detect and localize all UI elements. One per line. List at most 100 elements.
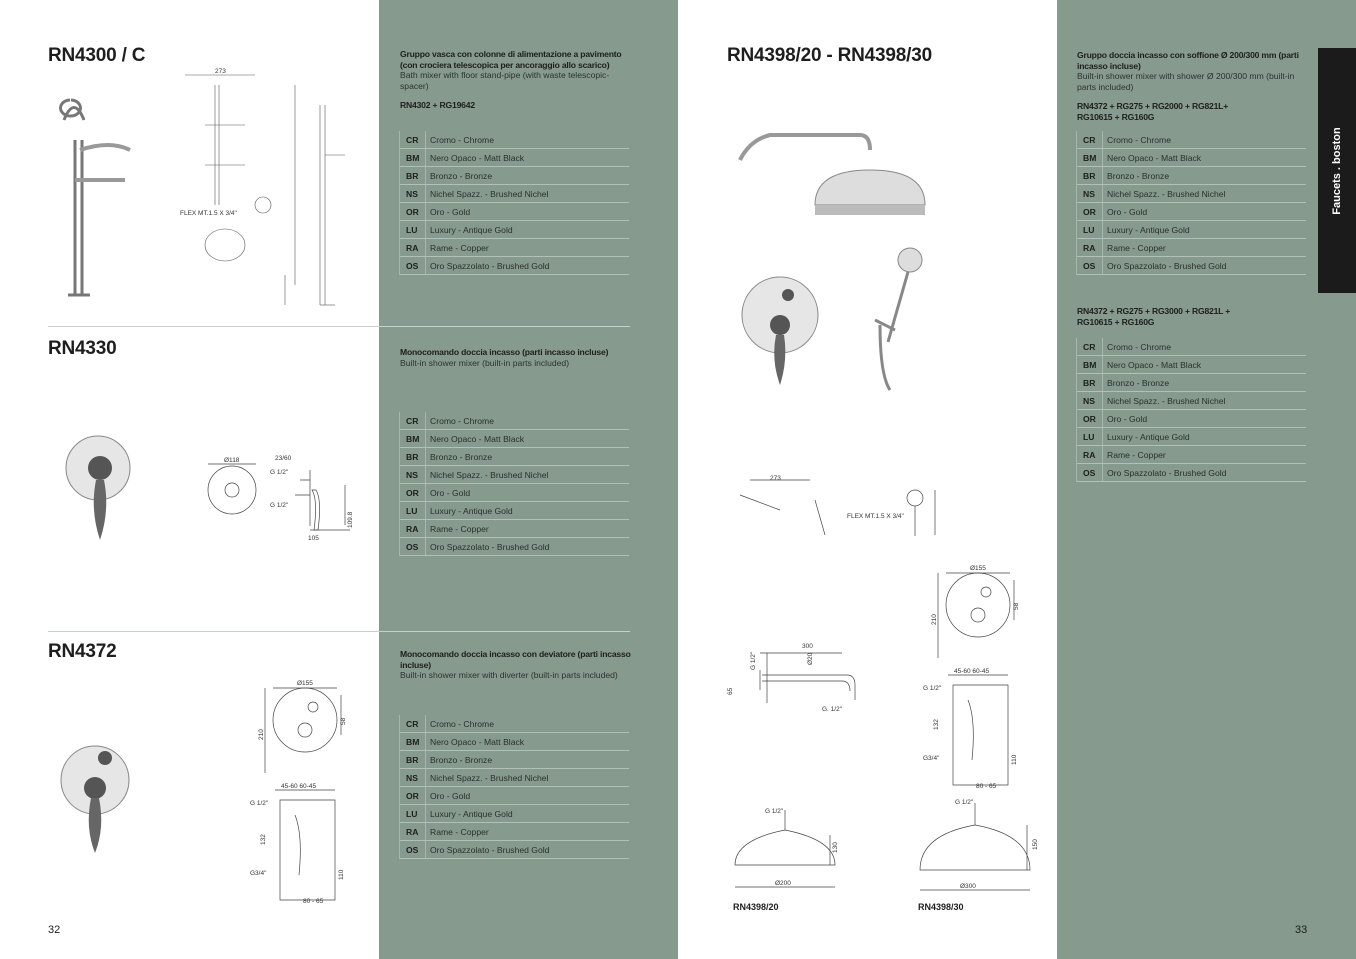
dim-label: 45-60 60-45 xyxy=(281,783,316,790)
finish-code: RA xyxy=(1083,242,1096,253)
finish-code: BR xyxy=(406,170,419,181)
finish-row: NS Nichel Spazz. - Brushed Nichel xyxy=(400,769,629,787)
finish-name: Oro Spazzolato - Brushed Gold xyxy=(425,841,549,858)
finish-name: Bronzo - Bronze xyxy=(425,448,492,465)
finish-code: CR xyxy=(406,134,419,145)
product-description: Gruppo doccia incasso con soffione Ø 200… xyxy=(1077,50,1312,122)
finish-name: Oro - Gold xyxy=(425,203,470,220)
finish-row: OS Oro Spazzolato - Brushed Gold xyxy=(400,841,629,859)
finish-name: Nero Opaco - Matt Black xyxy=(425,149,524,166)
finish-name: Nichel Spazz. - Brushed Nichel xyxy=(1102,185,1225,202)
dim-label: Ø155 xyxy=(297,680,313,687)
finish-name: Cromo - Chrome xyxy=(425,715,494,732)
finish-code: OR xyxy=(406,206,419,217)
product-description: RN4372 + RG275 + RG3000 + RG821L + RG106… xyxy=(1077,306,1247,327)
dim-label: Ø155 xyxy=(970,565,986,572)
dim-label: 110 xyxy=(338,869,345,880)
finish-code: NS xyxy=(406,772,418,783)
finish-name: Bronzo - Bronze xyxy=(425,167,492,184)
finish-row: BM Nero Opaco - Matt Black xyxy=(400,733,629,751)
finish-code: OS xyxy=(1083,260,1096,271)
description-it: Monocomando doccia incasso con deviatore… xyxy=(400,649,631,670)
finish-name: Luxury - Antique Gold xyxy=(425,221,513,238)
bath-mixer-technical-drawing: 273 FLEX MT.1.5 X 3/4" xyxy=(180,68,345,306)
finish-name: Cromo - Chrome xyxy=(1102,131,1171,148)
dim-label: 80 - 65 xyxy=(303,898,324,905)
finish-code: LU xyxy=(1083,431,1095,442)
page-number: 32 xyxy=(48,924,61,936)
dim-label: 210 xyxy=(931,614,938,625)
dim-label: Ø200 xyxy=(775,880,791,887)
description-en: Built-in shower mixer with diverter (bui… xyxy=(400,670,618,680)
shower-head-200-drawing: G 1/2" Ø200 130 xyxy=(734,808,839,888)
dim-label: G 1/2" xyxy=(270,502,289,509)
finish-code: BM xyxy=(406,433,420,444)
finish-name: Bronzo - Bronze xyxy=(1102,167,1169,184)
dim-label: FLEX MT.1.5 X 3/4" xyxy=(847,513,907,520)
finish-name: Oro - Gold xyxy=(425,484,470,501)
section-tab-label: Faucets . boston xyxy=(1331,126,1343,215)
finish-code: BR xyxy=(1083,170,1096,181)
dim-label: G 1/2" xyxy=(250,800,269,807)
finish-code: OR xyxy=(406,487,419,498)
rn4372-product-image xyxy=(60,745,130,853)
finish-name: Oro - Gold xyxy=(1102,410,1147,427)
finish-name: Luxury - Antique Gold xyxy=(425,805,513,822)
dim-label: G 1/2" xyxy=(923,685,942,692)
finish-name: Rame - Copper xyxy=(425,823,489,840)
drawing-caption: RN4398/30 xyxy=(918,902,964,912)
dim-label: 130 xyxy=(832,842,839,853)
description-en: Built-in shower mixer (built-in parts in… xyxy=(400,357,570,368)
finish-name: Nichel Spazz. - Brushed Nichel xyxy=(425,769,548,786)
finish-name: Luxury - Antique Gold xyxy=(425,502,513,519)
finish-code: OS xyxy=(406,844,419,855)
description-it: Monocomando doccia incasso (parti incass… xyxy=(400,347,609,357)
product-title: RN4300 / C xyxy=(48,45,146,66)
dim-label: 58 xyxy=(340,717,347,725)
section-tab: Faucets . boston xyxy=(1318,48,1356,293)
finish-code: BM xyxy=(1083,152,1097,163)
dim-label: Ø20 xyxy=(807,652,814,665)
dim-label: 23/60 xyxy=(275,455,292,462)
finish-code: OS xyxy=(1083,467,1096,478)
finish-name: Cromo - Chrome xyxy=(425,412,494,429)
finish-code: BM xyxy=(406,736,420,747)
bath-mixer-product-image xyxy=(59,98,131,297)
finish-name: Nero Opaco - Matt Black xyxy=(425,733,524,750)
finish-code: LU xyxy=(406,505,418,516)
finish-name: Rame - Copper xyxy=(1102,239,1166,256)
rn4372-technical-drawing: Ø155 58 210 45-60 60-45 G 1/2" 132 G3/4"… xyxy=(250,680,347,905)
finish-row: LU Luxury - Antique Gold xyxy=(400,502,629,520)
finish-name: Oro - Gold xyxy=(425,787,470,804)
dim-label: Ø300 xyxy=(960,883,976,890)
product-title: RN4330 xyxy=(48,338,117,359)
finish-name: Oro - Gold xyxy=(1102,203,1147,220)
finish-code: CR xyxy=(406,415,419,426)
dim-label: 80 - 65 xyxy=(976,783,997,790)
finish-code: NS xyxy=(406,469,418,480)
right-green-panel xyxy=(1057,0,1356,959)
shower-arm-drawing: 300 Ø20 G 1/2" 65 G. 1/2" xyxy=(727,643,856,713)
finish-code: CR xyxy=(1083,341,1096,352)
finish-name: Nichel Spazz. - Brushed Nichel xyxy=(1102,392,1225,409)
finish-name: Oro Spazzolato - Brushed Gold xyxy=(1102,464,1226,481)
description-en: Bath mixer with floor stand-pipe (with w… xyxy=(400,70,610,91)
rn4330-product-image xyxy=(65,435,131,540)
dim-label: 109.8 xyxy=(347,511,354,528)
